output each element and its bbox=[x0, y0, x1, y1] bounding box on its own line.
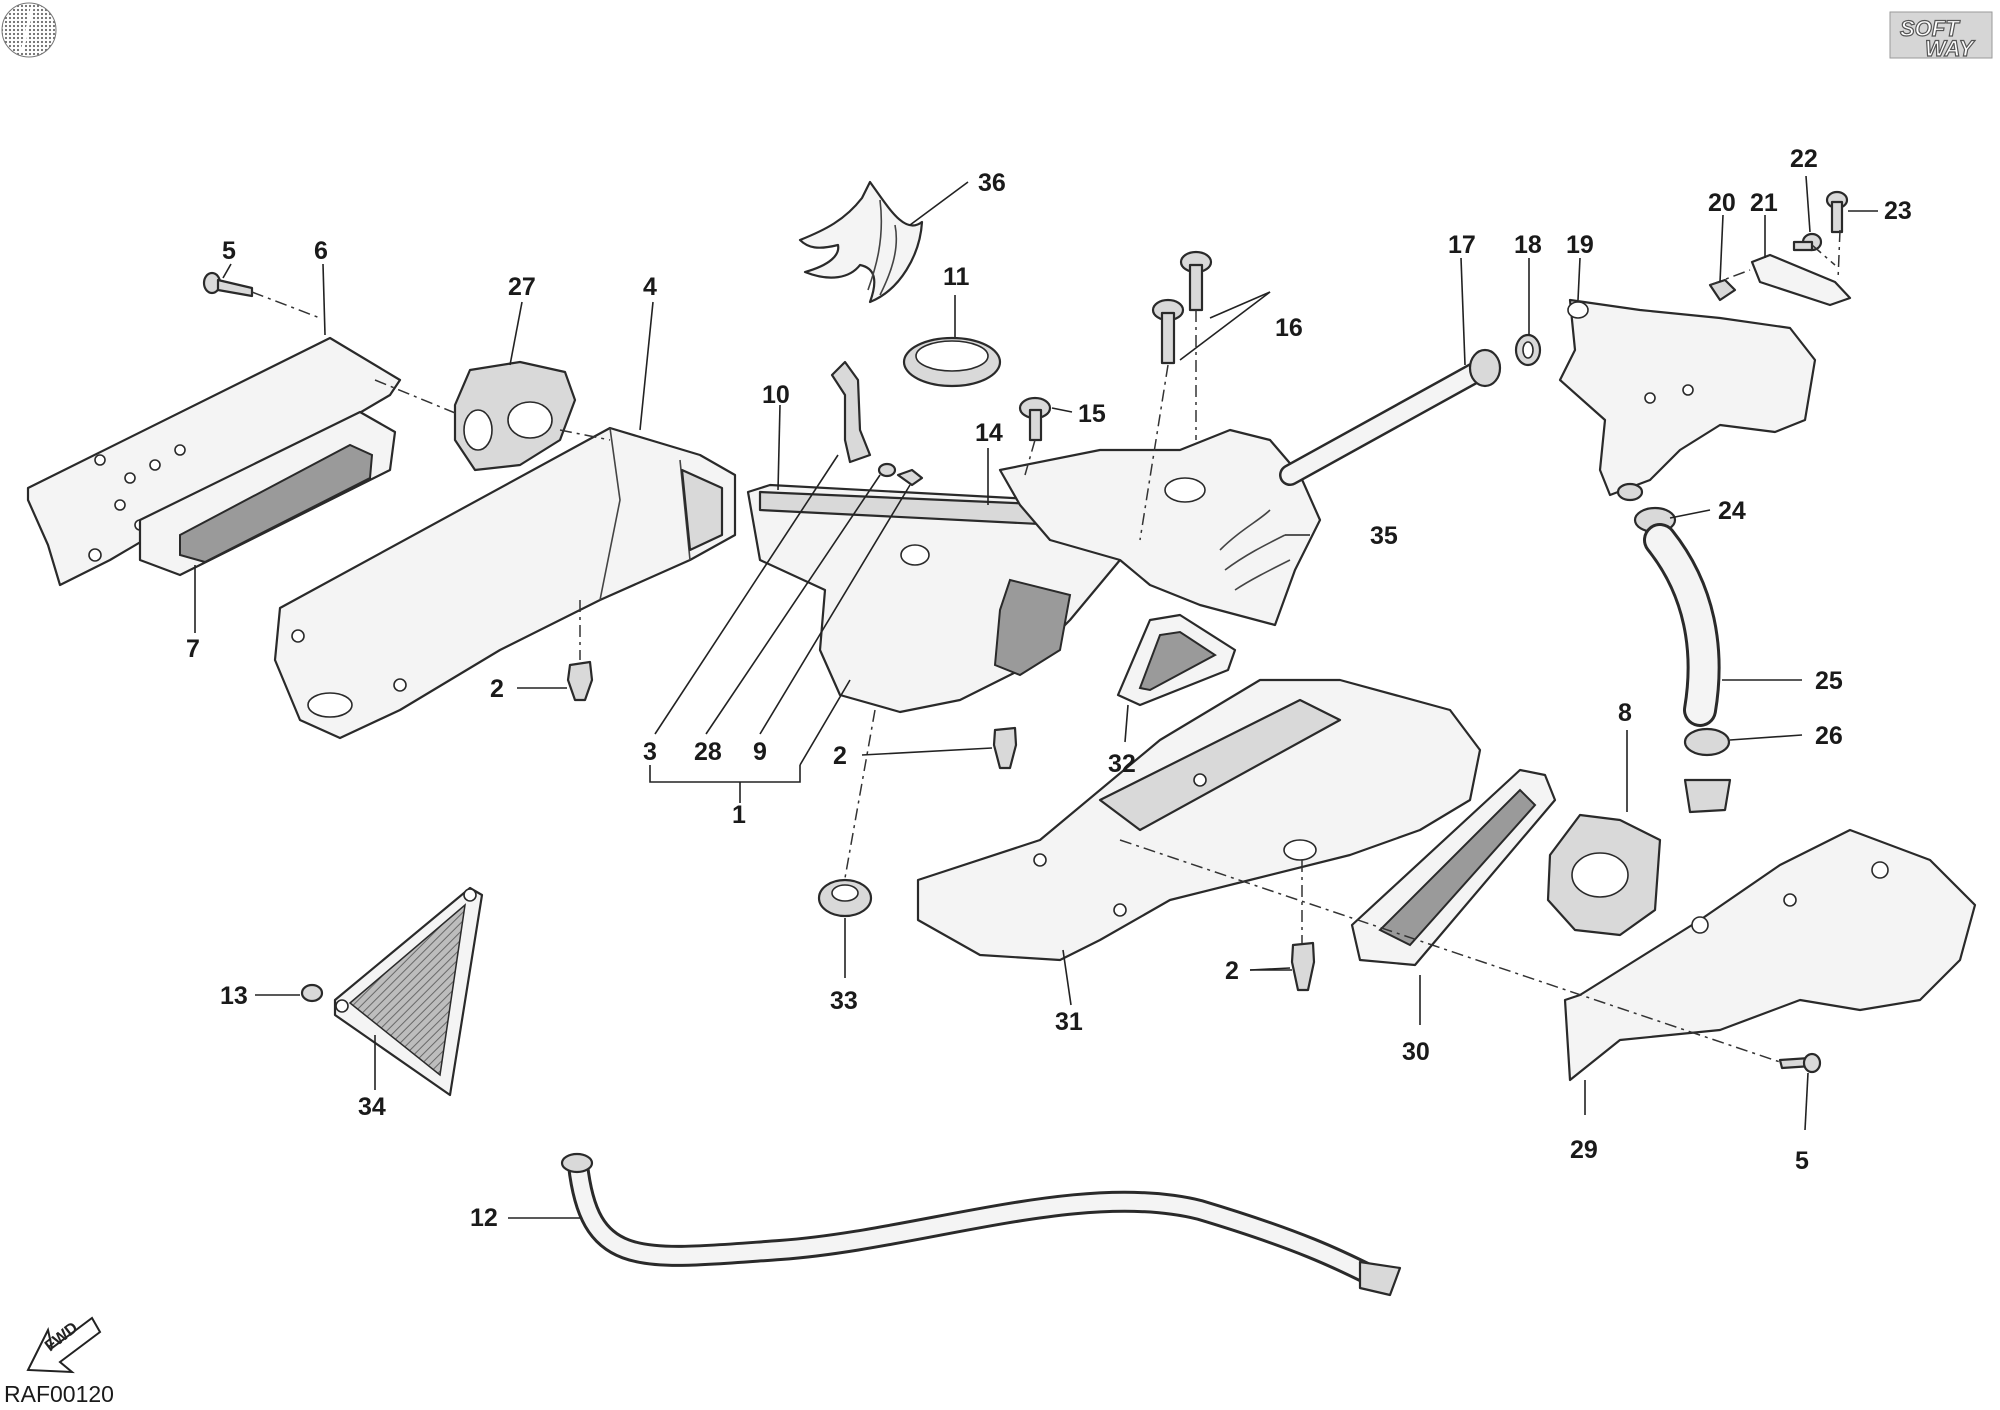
callout-32: 32 bbox=[1108, 750, 1136, 778]
callout-34: 34 bbox=[358, 1093, 386, 1121]
part-31-lower-tray bbox=[916, 678, 1482, 962]
callout-30: 30 bbox=[1402, 1038, 1430, 1066]
softway-logo: SOFT WAY bbox=[1889, 11, 1993, 62]
part-10-clip bbox=[830, 360, 872, 464]
part-16-bolt-upper bbox=[1179, 250, 1213, 312]
part-8-rubber-boot bbox=[1546, 813, 1662, 937]
callout-29: 29 bbox=[1570, 1136, 1598, 1164]
callout-20: 20 bbox=[1708, 189, 1736, 217]
callout-27: 27 bbox=[508, 273, 536, 301]
part-34-triangular-panel bbox=[333, 886, 484, 1097]
callout-21: 21 bbox=[1750, 189, 1778, 217]
callout-12: 12 bbox=[470, 1204, 498, 1232]
part-4-left-air-duct bbox=[273, 426, 737, 740]
callout-3: 3 bbox=[643, 738, 657, 766]
part-11-ring-seal bbox=[902, 336, 1002, 388]
callout-11: 11 bbox=[943, 263, 970, 291]
part-27-rubber-boot bbox=[453, 360, 577, 472]
part-2-rubber-mount-c bbox=[1290, 941, 1316, 992]
callout-13: 13 bbox=[220, 982, 248, 1010]
callout-2-right: 2 bbox=[1225, 957, 1239, 985]
part-36-flame-decal bbox=[798, 180, 924, 304]
softway-logo-line1: SOFT bbox=[1900, 16, 1960, 41]
callout-18: 18 bbox=[1514, 231, 1542, 259]
part-13-nut bbox=[300, 983, 324, 1003]
callout-4: 4 bbox=[643, 273, 657, 301]
part-32-gasket bbox=[1116, 613, 1237, 707]
callout-2-center: 2 bbox=[833, 742, 847, 770]
part-18-clamp bbox=[1514, 333, 1542, 367]
callout-2-left: 2 bbox=[490, 675, 504, 703]
callout-33: 33 bbox=[830, 987, 858, 1015]
part-17-breather-hose bbox=[1279, 348, 1502, 486]
callout-36: 36 bbox=[978, 169, 1006, 197]
part-7-left-filter bbox=[138, 410, 397, 577]
callout-1: 1 bbox=[732, 801, 746, 829]
callout-15: 15 bbox=[1078, 400, 1106, 428]
part-22-screw bbox=[1792, 232, 1823, 252]
callout-23: 23 bbox=[1884, 197, 1912, 225]
softway-logo-line2: WAY bbox=[1925, 36, 1976, 61]
callout-10: 10 bbox=[762, 381, 790, 409]
callout-7: 7 bbox=[186, 635, 200, 663]
callout-8: 8 bbox=[1618, 699, 1632, 727]
forward-arrow-icon: FWD bbox=[26, 1316, 102, 1374]
part-2-rubber-mount-a bbox=[566, 660, 594, 702]
callout-16: 16 bbox=[1275, 314, 1303, 342]
callout-28: 28 bbox=[694, 738, 722, 766]
callouts: 36 11 10 14 15 16 17 18 19 20 21 22 23 5… bbox=[186, 145, 1912, 1232]
part-5-screw-right bbox=[1778, 1052, 1822, 1074]
callout-25: 25 bbox=[1815, 667, 1843, 695]
part-16-bolt-lower bbox=[1151, 298, 1185, 365]
callout-31: 31 bbox=[1055, 1008, 1083, 1036]
callout-19: 19 bbox=[1566, 231, 1594, 259]
part-23-screw bbox=[1825, 190, 1849, 234]
part-29-right-cover bbox=[1563, 828, 1977, 1082]
part-35-airbox-cover bbox=[998, 428, 1322, 627]
callout-22: 22 bbox=[1790, 145, 1818, 173]
part-21-bracket bbox=[1750, 253, 1852, 307]
part-26-clamp bbox=[1683, 727, 1732, 814]
part-30-right-filter bbox=[1350, 768, 1557, 967]
callout-35: 35 bbox=[1370, 522, 1398, 550]
part-15-bolt bbox=[1018, 396, 1052, 442]
callout-6: 6 bbox=[314, 237, 328, 265]
callout-24: 24 bbox=[1718, 497, 1746, 525]
callout-17: 17 bbox=[1448, 231, 1476, 259]
callout-26: 26 bbox=[1815, 722, 1843, 750]
ducati-logo bbox=[1, 2, 57, 58]
reference-code: RAF00120 bbox=[4, 1381, 114, 1407]
callout-14: 14 bbox=[975, 419, 1003, 447]
part-19-oil-reservoir bbox=[1558, 298, 1817, 502]
callout-5: 5 bbox=[222, 237, 236, 265]
callout-9: 9 bbox=[753, 738, 767, 766]
part-9-screw bbox=[896, 468, 924, 487]
assembly-lines bbox=[251, 229, 1841, 1063]
part-28-washer bbox=[877, 462, 897, 478]
leader-lines bbox=[194, 175, 1878, 1219]
callout-5-right: 5 bbox=[1795, 1147, 1809, 1175]
part-5-screw-left bbox=[202, 271, 254, 298]
part-2-rubber-mount-b bbox=[992, 726, 1018, 770]
part-25-hose bbox=[1643, 523, 1721, 727]
part-12-drain-hose bbox=[560, 1152, 1402, 1297]
part-33-grommet bbox=[817, 878, 873, 918]
